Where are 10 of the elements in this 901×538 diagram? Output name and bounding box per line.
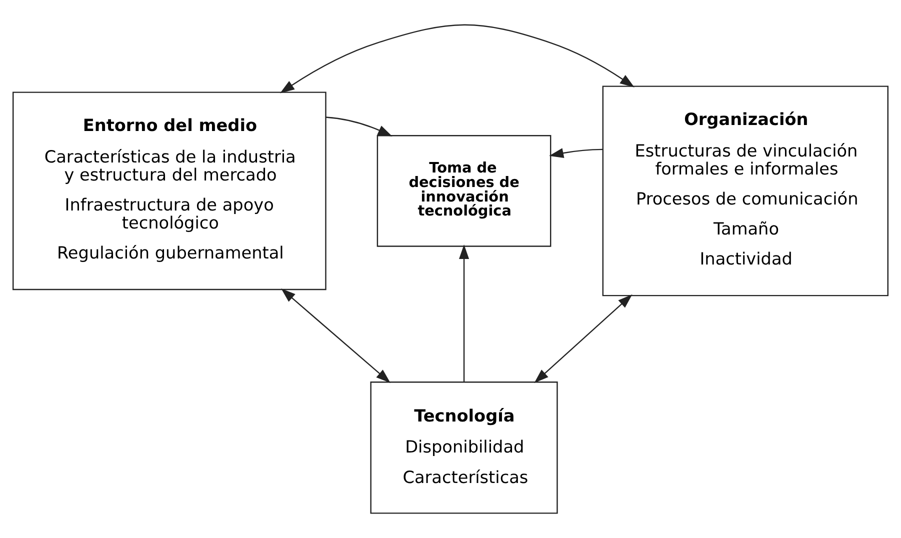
node-box: Entorno del medio Características de la industria y estructura del mercado Infraestructura de apoyo tecnológico Regulación gubernamental	[12, 92, 326, 290]
node-box: Organización Estructuras de vinculación formales e informales Procesos de comunicación Tamaño Inactividad	[602, 86, 888, 296]
arrow	[458, 244, 470, 382]
node-box: Toma de decisiones de innovación tecnológica	[376, 135, 552, 247]
arrow	[549, 148, 603, 158]
arrow	[326, 116, 392, 136]
arrow	[280, 24, 634, 94]
arrow	[534, 294, 632, 383]
node-box: Tecnología Disponibilidad Características	[370, 382, 558, 514]
arrow	[281, 288, 390, 383]
